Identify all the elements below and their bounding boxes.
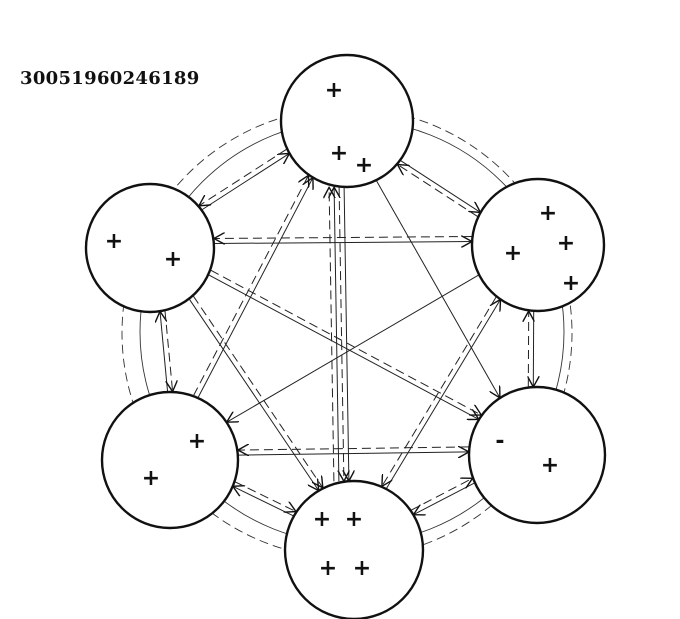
plus-sign: + [188, 429, 206, 454]
edge-n0-to-n1-solid [399, 159, 480, 212]
edge-n0-to-n2-solid [375, 180, 500, 398]
node-layer: +++++++-+++++++++ [84, 53, 607, 619]
plus-sign: + [353, 556, 371, 581]
plus-sign: + [541, 453, 559, 478]
edge-n2-to-n4-dashed [238, 447, 469, 450]
node-n2: -+ [467, 385, 607, 525]
edge-n4-to-n3-dashed [234, 481, 296, 512]
edge-n0-to-n3-solid [344, 187, 349, 481]
plus-sign: + [325, 78, 343, 103]
edge-n3-to-n2-dashed [410, 478, 472, 511]
minus-sign: - [495, 429, 504, 454]
node-circle [470, 177, 606, 313]
edge-n5-to-n2-dashed [210, 269, 482, 415]
edge-n5-to-n3-dashed [192, 295, 322, 488]
edge-n5-to-n3-solid [188, 298, 319, 491]
edge-n5-to-n1-solid [213, 242, 472, 244]
node-n5: ++ [84, 182, 216, 314]
plus-sign: + [539, 201, 557, 226]
node-n4: ++ [100, 390, 240, 530]
plus-sign: + [557, 231, 575, 256]
plus-sign: + [504, 241, 522, 266]
edge-layer [160, 148, 534, 517]
node-n3: + + + + [283, 479, 425, 619]
edge-n3-to-n4-solid [233, 486, 295, 517]
plus-sign: + [313, 507, 331, 532]
node-n1: ++++ [470, 177, 606, 313]
edge-n0-to-n5-dashed [199, 148, 287, 206]
edge-n3-to-n0-dashed [329, 187, 334, 482]
edge-n4-to-n2-solid [237, 452, 469, 455]
plus-sign: + [142, 466, 160, 491]
plus-sign: + [319, 556, 337, 581]
edge-n4-to-n0-solid [197, 178, 313, 399]
plus-sign: + [105, 229, 123, 254]
edge-n4-to-n0-dashed [193, 175, 309, 396]
node-n0: + + + [279, 53, 415, 189]
plus-sign: + [345, 507, 363, 532]
edge-n5-to-n2-solid [208, 274, 479, 420]
edge-n1-to-n0-dashed [398, 165, 478, 218]
node-circle [279, 53, 415, 189]
edge-n3-to-n0-solid [334, 187, 339, 482]
plus-sign: + [330, 141, 348, 166]
edge-n0-to-n3-dashed [339, 187, 344, 481]
node-circle [100, 390, 240, 530]
plus-sign: + [164, 247, 182, 272]
node-circle [283, 479, 425, 619]
edge-n1-to-n4-solid [227, 274, 480, 422]
edge-n2-to-n3-solid [413, 482, 476, 515]
node-circle [467, 385, 607, 525]
plus-sign: + [355, 153, 373, 178]
edge-n1-to-n5-dashed [214, 237, 472, 239]
diagram-id-label: 30051960246189 [20, 68, 200, 89]
plus-sign: + [562, 271, 580, 296]
edge-n1-to-n3-dashed [382, 296, 497, 486]
node-circle [84, 182, 216, 314]
edge-n5-to-n0-solid [201, 153, 290, 211]
edge-n3-to-n1-solid [385, 299, 500, 490]
edge-n4-to-n5-solid [160, 311, 169, 392]
